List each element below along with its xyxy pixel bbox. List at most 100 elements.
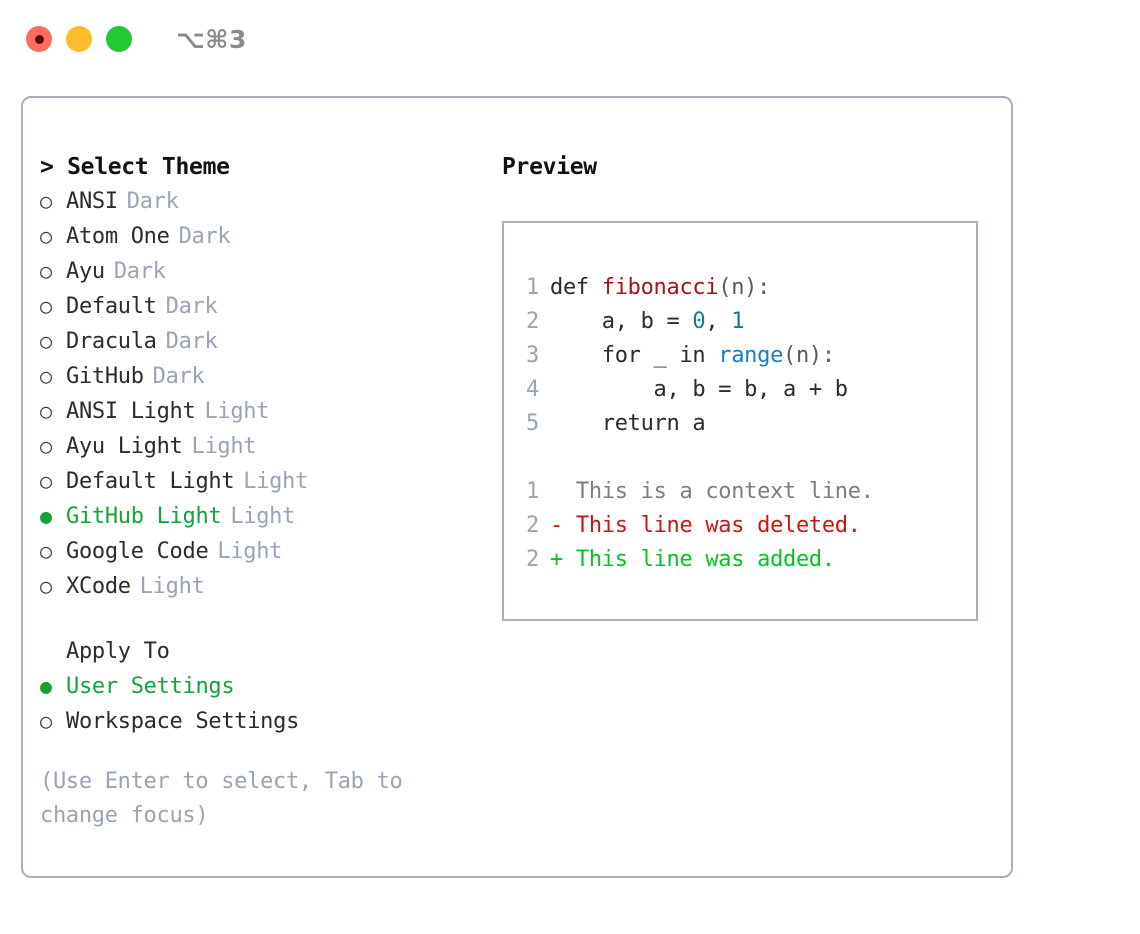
diff-text: This line was added. (562, 547, 835, 572)
apply-to-header-row: ○ Apply To (40, 634, 500, 669)
theme-variant-tag: Dark (165, 329, 218, 354)
zoom-button[interactable] (106, 26, 132, 52)
line-number: 1 (526, 275, 539, 300)
theme-option-label: Google Code (66, 539, 209, 564)
code-token-plain: def (550, 275, 602, 300)
line-number: 4 (526, 377, 539, 402)
line-number: 3 (526, 343, 539, 368)
radio-unselected-icon[interactable]: ○ (40, 224, 52, 248)
close-button[interactable] (26, 26, 52, 52)
line-number: 2 (526, 309, 539, 334)
theme-variant-tag: Light (139, 574, 205, 599)
code-line-text: a, b = b, a + b (550, 373, 849, 407)
diff-line: 2 - This line was deleted. (504, 509, 976, 543)
preview-header: Preview (502, 154, 597, 180)
code-line: 3 for _ in range(n): (504, 339, 976, 373)
theme-option-row[interactable]: ○ GitHub Dark (40, 359, 500, 394)
radio-unselected-icon[interactable]: ○ (40, 294, 52, 318)
title-bar: ⌥⌘3 (0, 0, 1140, 78)
radio-unselected-icon[interactable]: ○ (40, 574, 52, 598)
theme-variant-tag: Dark (126, 189, 179, 214)
theme-option-label: Atom One (66, 224, 170, 249)
theme-option-label: ANSI (66, 189, 118, 214)
theme-option-label: Default (66, 294, 157, 319)
theme-option-row[interactable]: ○ Atom One Dark (40, 219, 500, 254)
theme-option-label: Default Light (66, 469, 235, 494)
code-token-plain: a, b = b, a + b (550, 377, 849, 402)
radio-selected-icon[interactable]: ● (40, 674, 52, 698)
theme-variant-tag: Dark (113, 259, 166, 284)
radio-unselected-icon[interactable]: ○ (40, 709, 52, 733)
code-token-punct: (n): (718, 275, 771, 300)
line-number: 2 (526, 547, 539, 572)
theme-option-row[interactable]: ○ ANSI Light Light (40, 394, 500, 429)
traffic-lights (26, 26, 132, 52)
theme-option-label: Ayu Light (66, 434, 183, 459)
keyboard-shortcut-label: ⌥⌘3 (176, 24, 247, 54)
minimize-button[interactable] (66, 26, 92, 52)
code-token-plain: return a (550, 411, 706, 436)
theme-option-row[interactable]: ○ Default Dark (40, 289, 500, 324)
radio-unselected-icon[interactable]: ○ (40, 259, 52, 283)
theme-option-label: GitHub (66, 364, 144, 389)
theme-variant-tag: Light (230, 504, 296, 529)
radio-unselected-icon[interactable]: ○ (40, 539, 52, 563)
theme-variant-tag: Light (243, 469, 309, 494)
theme-option-row[interactable]: ○ Google Code Light (40, 534, 500, 569)
theme-option-row[interactable]: ○ Default Light Light (40, 464, 500, 499)
code-line-text: a, b = 0, 1 (550, 305, 745, 339)
radio-unselected-icon[interactable]: ○ (40, 469, 52, 493)
theme-option-label: ANSI Light (66, 399, 196, 424)
apply-to-list[interactable]: ●User Settings ○ Workspace Settings (40, 669, 500, 739)
theme-variant-tag: Dark (165, 294, 218, 319)
apply-to-option-label: Workspace Settings (66, 709, 300, 734)
diff-line-text-ctx: This is a context line. (550, 475, 874, 509)
apply-to-header: Apply To (66, 639, 170, 664)
code-line-text: for _ in range(n): (550, 339, 835, 373)
theme-variant-tag: Dark (178, 224, 231, 249)
radio-unselected-icon[interactable]: ○ (40, 329, 52, 353)
radio-unselected-icon[interactable]: ○ (40, 364, 52, 388)
theme-option-row[interactable]: ○ ANSI Dark (40, 184, 500, 219)
code-line-text: def fibonacci(n): (550, 271, 770, 305)
code-token-plain: for _ in (550, 343, 719, 368)
radio-unselected-icon[interactable]: ○ (40, 399, 52, 423)
select-theme-header: > Select Theme (40, 154, 230, 180)
code-line: 1 def fibonacci(n): (504, 271, 976, 305)
radio-selected-icon[interactable]: ● (40, 504, 52, 528)
theme-option-row[interactable]: ○ Ayu Dark (40, 254, 500, 289)
line-number: 1 (526, 479, 539, 504)
line-number: 2 (526, 513, 539, 538)
diff-line: 1 This is a context line. (504, 475, 976, 509)
code-line: 2 a, b = 0, 1 (504, 305, 976, 339)
theme-variant-tag: Dark (152, 364, 205, 389)
code-line: 4 a, b = b, a + b (504, 373, 976, 407)
apply-to-option-row[interactable]: ○ Workspace Settings (40, 704, 500, 739)
recording-indicator-icon (34, 34, 44, 44)
diff-sample: 1 This is a context line. 2 - This line wa… (504, 475, 976, 577)
code-token-num: 0 (692, 309, 706, 334)
radio-unselected-icon[interactable]: ○ (40, 189, 52, 213)
theme-option-label: Ayu (66, 259, 105, 284)
diff-line-text-del: - This line was deleted. (550, 509, 861, 543)
code-token-builtin: range (718, 343, 784, 368)
code-token-plain: , (705, 309, 732, 334)
code-line-text: return a (550, 407, 706, 441)
radio-unselected-icon[interactable]: ○ (40, 434, 52, 458)
apply-to-option-row[interactable]: ●User Settings (40, 669, 500, 704)
code-token-punct: (n): (783, 343, 835, 368)
diff-marker (550, 479, 563, 504)
diff-marker: + (550, 547, 563, 572)
theme-variant-tag: Light (204, 399, 270, 424)
diff-line: 2 + This line was added. (504, 543, 976, 577)
theme-variant-tag: Light (217, 539, 283, 564)
